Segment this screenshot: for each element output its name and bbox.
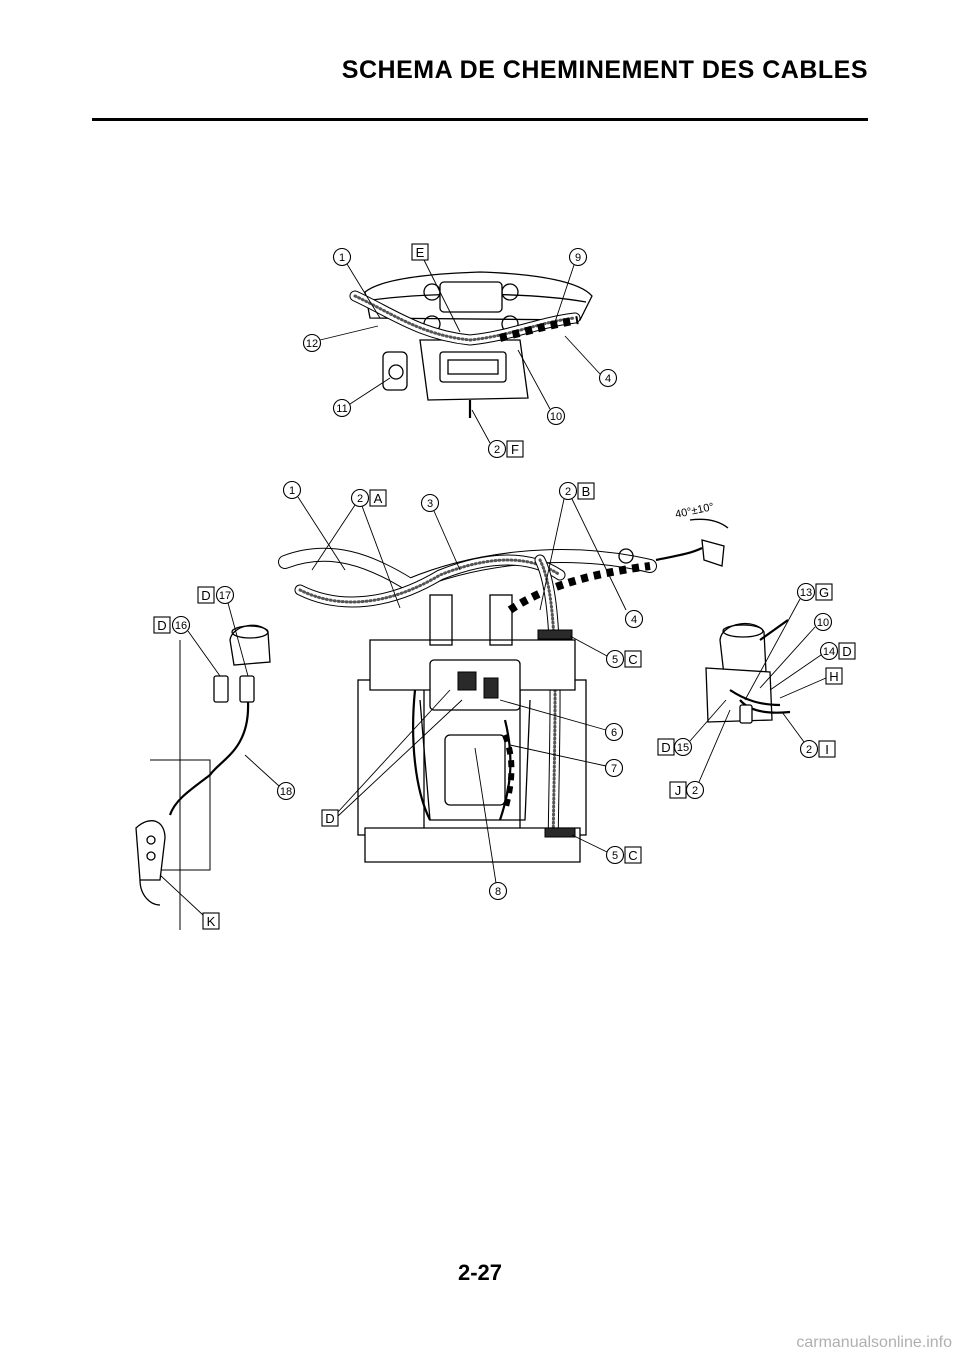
callout-right-13G: 13 G: [744, 582, 833, 701]
page-title: SCHEMA DE CHEMINEMENT DES CABLES: [341, 56, 868, 84]
watermark: carmanualsonline.info: [796, 1334, 952, 1351]
callout-main-1: 1: [282, 480, 346, 571]
svg-text:D: D: [325, 811, 334, 826]
svg-text:7: 7: [611, 763, 617, 775]
svg-text:10: 10: [817, 617, 829, 629]
svg-text:4: 4: [605, 373, 611, 385]
main-view-drawing: [278, 518, 729, 863]
callout-right-H: H: [779, 667, 843, 699]
callout-top-12: 12: [302, 325, 379, 353]
lower-bracket: [364, 827, 581, 863]
svg-text:2: 2: [494, 444, 500, 456]
svg-text:2: 2: [357, 493, 363, 505]
svg-text:D: D: [201, 588, 210, 603]
svg-text:4: 4: [631, 614, 637, 626]
left-guard: [135, 820, 166, 881]
svg-text:D: D: [661, 740, 670, 755]
svg-text:F: F: [511, 442, 519, 457]
cable-end-fitting: [701, 539, 725, 567]
svg-text:D: D: [157, 618, 166, 633]
callout-main-D: D: [321, 689, 463, 827]
svg-text:K: K: [207, 914, 216, 929]
svg-text:J: J: [675, 783, 682, 798]
svg-text:E: E: [416, 245, 425, 260]
callout-top-2F: 2 F: [471, 409, 524, 459]
callout-left-K: K: [159, 874, 220, 930]
callout-left-18: 18: [244, 754, 296, 801]
svg-text:G: G: [819, 585, 829, 600]
callout-left-D17: D 17: [197, 585, 249, 677]
callout-left-D16: D 16: [153, 615, 221, 677]
svg-text:2: 2: [565, 486, 571, 498]
switch-block: [382, 351, 408, 391]
callout-right-14D: 14 D: [769, 641, 856, 691]
svg-text:H: H: [829, 669, 838, 684]
svg-text:2: 2: [692, 785, 698, 797]
angle-note: 40°±10°: [674, 501, 715, 521]
callout-main-8: 8: [474, 747, 508, 901]
meter-face: [439, 351, 507, 383]
callout-right-2I: 2 I: [781, 711, 836, 759]
svg-text:14: 14: [823, 646, 835, 658]
svg-text:9: 9: [575, 252, 581, 264]
callout-top-10: 10: [517, 349, 566, 426]
callout-main-2A: 2 A: [311, 488, 401, 609]
svg-text:6: 6: [611, 727, 617, 739]
callout-main-5C-lower: 5 C: [571, 834, 642, 865]
svg-text:8: 8: [495, 886, 501, 898]
svg-text:2: 2: [806, 744, 812, 756]
callout-top-4: 4: [564, 335, 618, 388]
svg-text:15: 15: [677, 742, 689, 754]
steering-head: [439, 281, 503, 313]
callout-top-9: 9: [554, 247, 588, 323]
svg-text:17: 17: [219, 590, 231, 602]
callout-main-2B: 2 B: [539, 481, 627, 611]
svg-text:5: 5: [612, 654, 618, 666]
svg-text:12: 12: [306, 338, 318, 350]
callout-top-1: 1: [332, 247, 381, 319]
callout-top-E: E: [411, 243, 461, 333]
right-view-drawing: [705, 619, 791, 724]
svg-text:11: 11: [336, 403, 347, 415]
svg-text:16: 16: [175, 620, 187, 632]
callout-main-7: 7: [509, 744, 624, 778]
page-number: 2-27: [457, 1260, 503, 1285]
headlight-bracket: [364, 271, 593, 321]
svg-text:C: C: [628, 848, 637, 863]
callout-right-D15: D 15: [657, 699, 727, 757]
left-view-drawing: [135, 624, 271, 930]
svg-text:10: 10: [550, 411, 562, 423]
svg-text:1: 1: [339, 252, 345, 264]
callout-main-3: 3: [420, 493, 461, 571]
callout-right-10: 10: [759, 612, 833, 689]
header-rule: [92, 118, 868, 121]
svg-text:1: 1: [289, 485, 295, 497]
svg-text:A: A: [374, 491, 383, 506]
callout-main-4: 4: [624, 609, 644, 629]
callout-main-6: 6: [499, 699, 624, 742]
callout-top-11: 11: [332, 377, 391, 418]
svg-text:D: D: [842, 644, 851, 659]
svg-text:I: I: [825, 742, 829, 757]
svg-text:3: 3: [427, 498, 433, 510]
svg-text:18: 18: [280, 786, 292, 798]
right-switch-body: [719, 622, 767, 676]
svg-text:13: 13: [800, 587, 812, 599]
callout-right-J2: J 2: [669, 709, 731, 800]
svg-text:B: B: [582, 484, 591, 499]
frame-plate: [419, 699, 531, 821]
top-view-drawing: [349, 271, 593, 418]
svg-text:5: 5: [612, 850, 618, 862]
callout-main-5C-upper: 5 C: [569, 635, 642, 669]
svg-text:C: C: [628, 652, 637, 667]
